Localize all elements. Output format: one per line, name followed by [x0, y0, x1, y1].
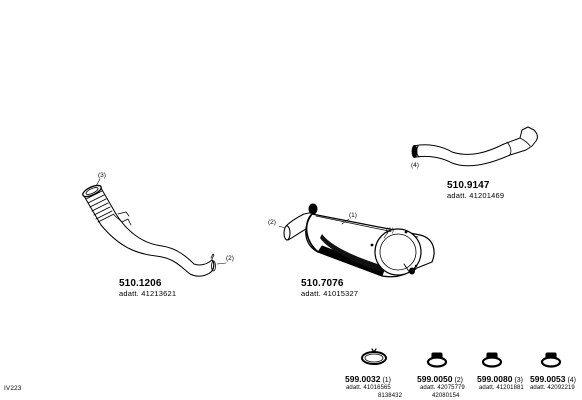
muffler-code: 510.7076: [301, 278, 344, 289]
clamp-599-0032: [361, 348, 387, 365]
clamp-1-ref-b: 8138432: [378, 393, 403, 399]
tailpipe-ref: adatt. 41201469: [447, 191, 505, 200]
front-pipe-ref: adatt. 41213621: [119, 289, 177, 298]
front-pipe-callout-top: (3): [98, 172, 106, 179]
clamp-4-code: 599.0053(4): [530, 374, 577, 384]
muffler-callout-1a: (1): [349, 212, 357, 219]
clamp-599-0080: [481, 352, 503, 368]
clamp-1-code: 599.0032(1): [345, 374, 392, 384]
callout-leaders: [95, 178, 389, 265]
clamp-599-0053: [540, 352, 562, 368]
clamp-3-code: 599.0080(3): [477, 374, 524, 384]
clamp-2-code: 599.0050(2): [417, 374, 464, 384]
clamp-2-ref-b: 42080154: [432, 393, 460, 399]
front-pipe-code: 510.1206: [119, 278, 162, 289]
tailpipe-callout: (4): [411, 162, 419, 169]
muffler-ref: adatt. 41015327: [301, 289, 359, 298]
clamp-4-ref-a: adatt. 42092219: [530, 385, 575, 391]
clamp-1-ref-a: adatt. 41016565: [346, 385, 391, 391]
muffler-callout-1b: (1): [386, 227, 394, 234]
diagram-id: IV223: [4, 385, 22, 392]
muffler-callout-inlet: (2): [268, 219, 276, 226]
clamp-2-ref-a: adatt. 42075779: [420, 385, 465, 391]
front-pipe-part: [82, 184, 216, 277]
muffler-part: [283, 203, 435, 278]
clamp-599-0050: [426, 352, 448, 368]
tailpipe-part: [411, 126, 538, 167]
clamp-3-ref-a: adatt. 41201881: [479, 385, 524, 391]
front-pipe-callout-bottom: (2): [226, 255, 234, 262]
tailpipe-code: 510.9147: [447, 180, 490, 191]
